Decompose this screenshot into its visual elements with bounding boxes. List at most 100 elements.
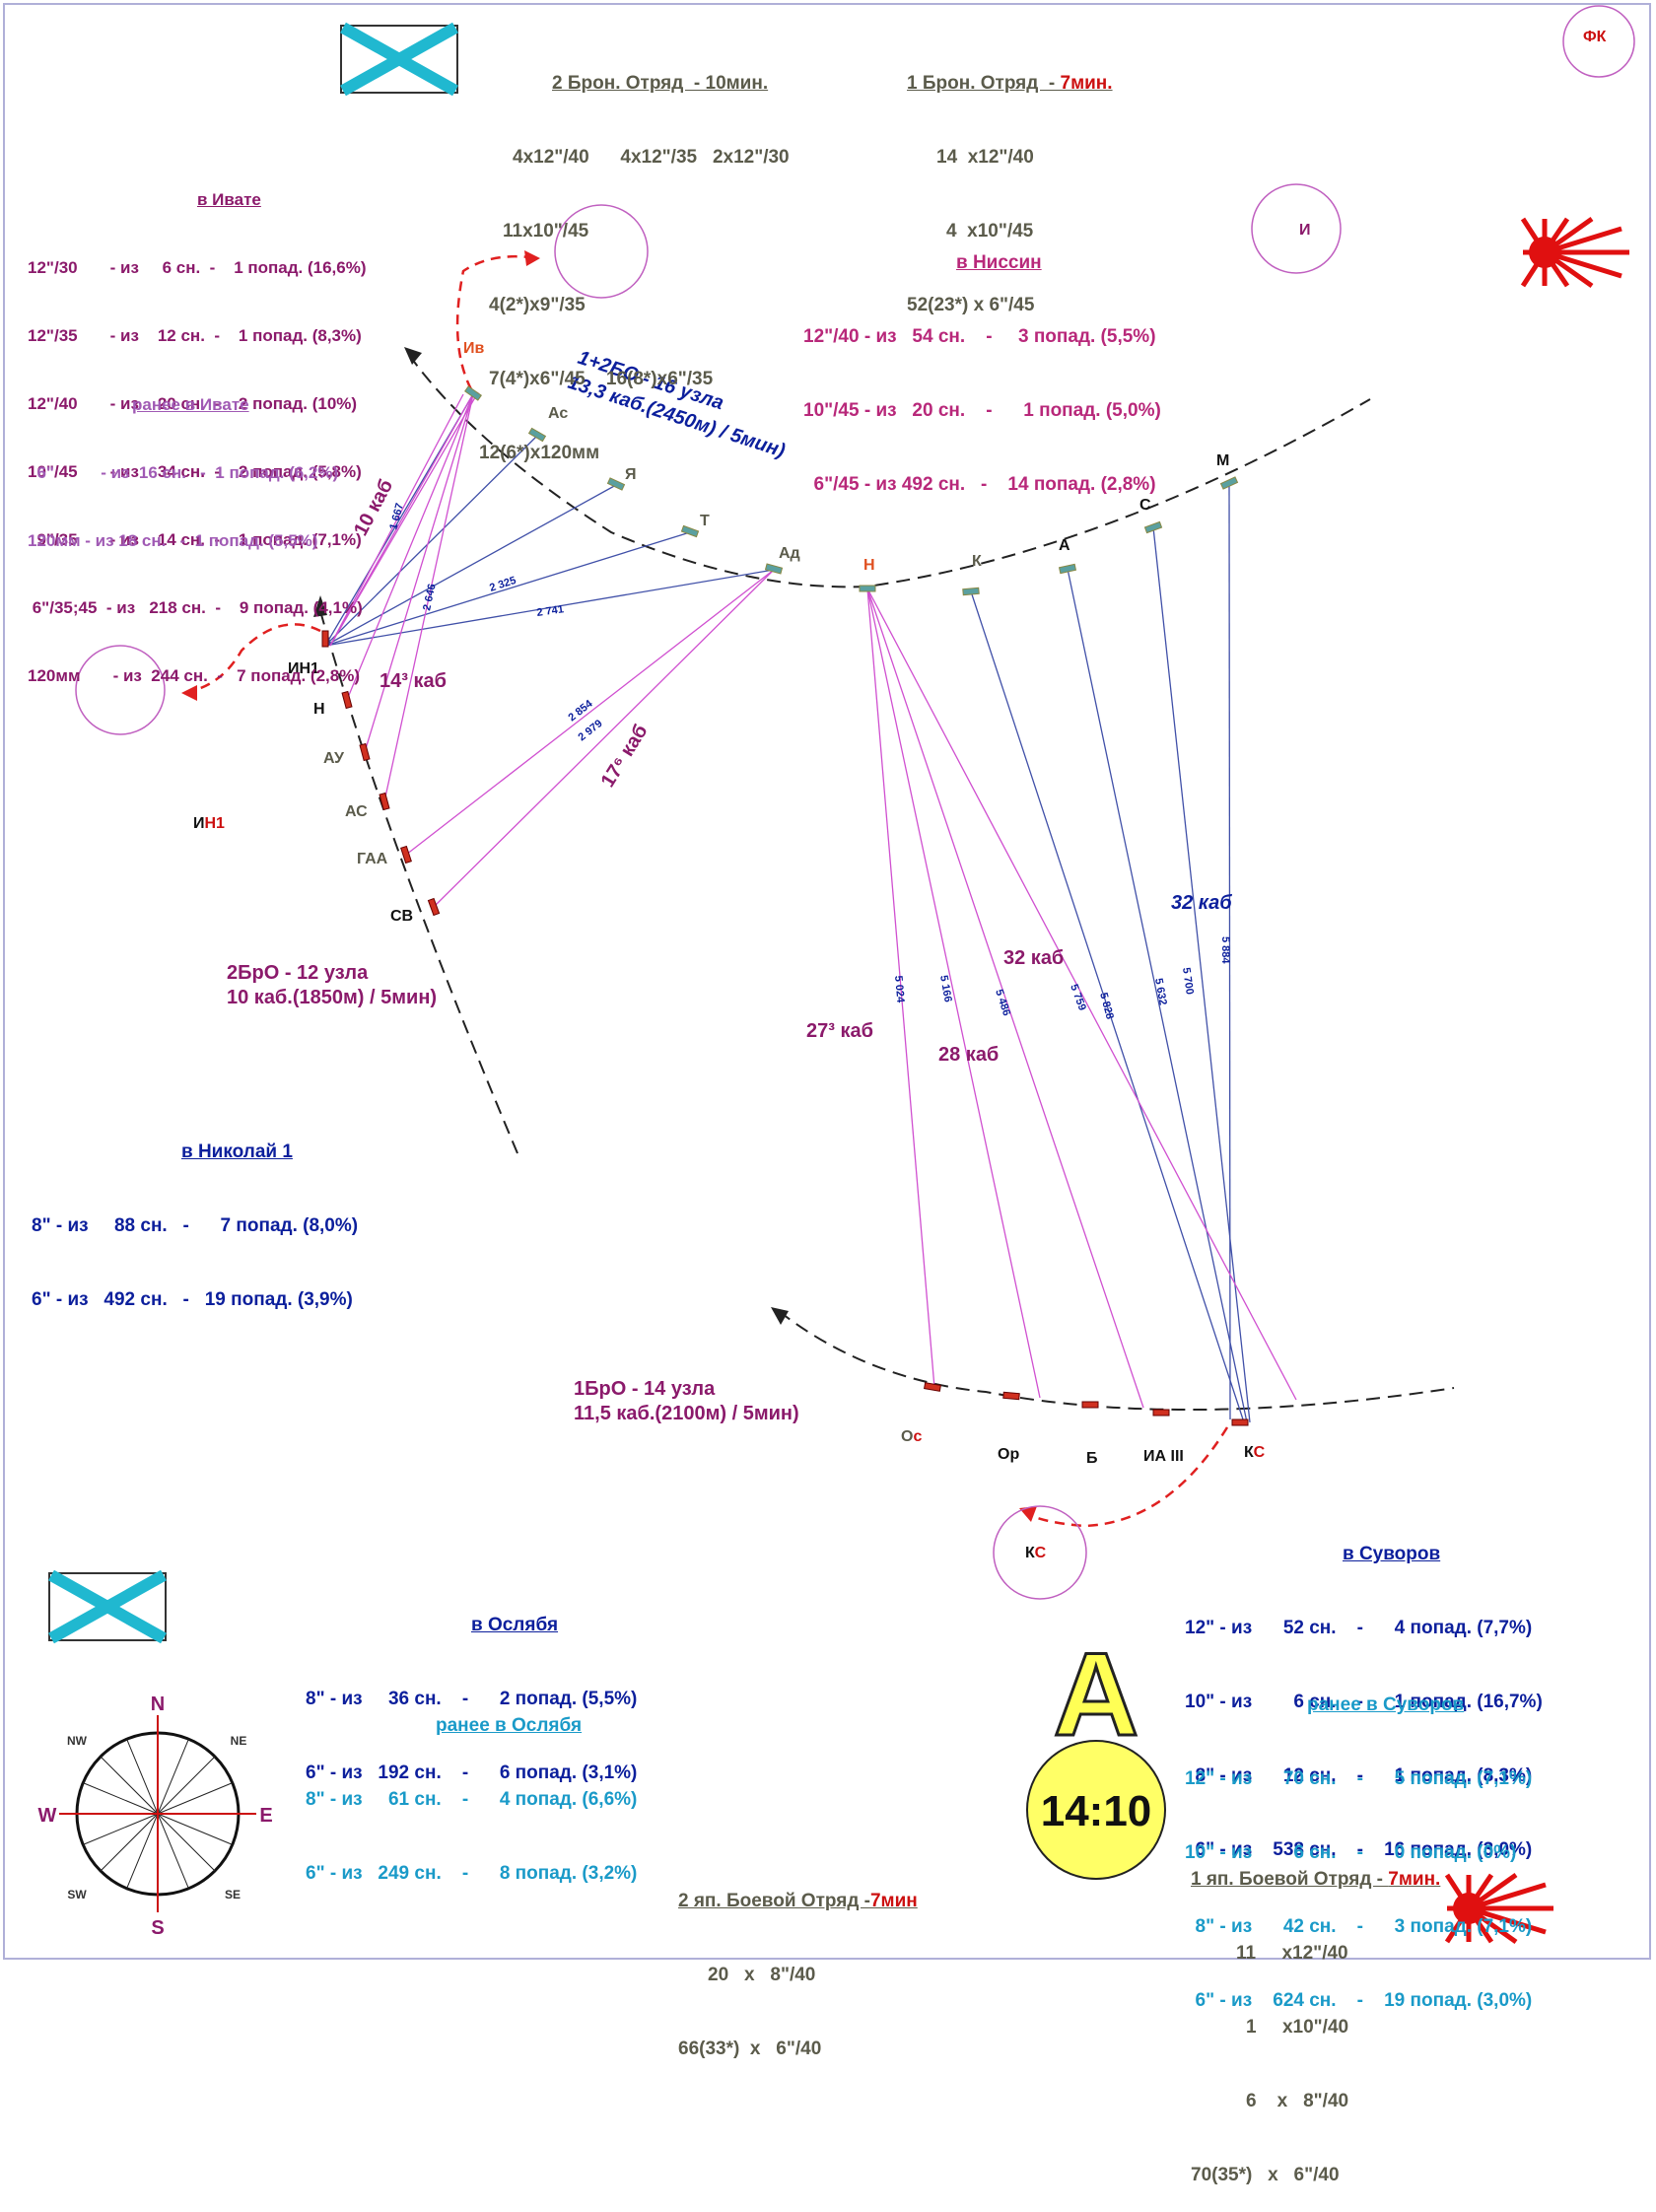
top-right-row-2: 4 x10"/45 <box>946 221 1034 242</box>
page-frame <box>3 3 1651 1960</box>
svg-text:2 979: 2 979 <box>576 718 604 743</box>
svg-text:2 646: 2 646 <box>421 583 438 611</box>
svg-text:5 166: 5 166 <box>937 974 954 1002</box>
japanese-flag-bottom <box>1444 1872 1553 1945</box>
fire-lines-russian <box>329 391 1297 1409</box>
label-ya: Я <box>625 466 637 483</box>
suvorov-row: 8" - из 12 сн. - 1 попад. (8,3%) <box>1185 1765 1533 1786</box>
oslyabya-earlier-panel: ранее в Ослябя 8" - из 61 сн. - 4 попад.… <box>306 1664 637 1910</box>
label-os: Ос <box>901 1428 922 1445</box>
suvorov-earlier-row: 12" - из 70 сн. - 5 попад. (7,1%) <box>1185 1768 1533 1789</box>
turn-arrow-nikolai-head <box>181 685 197 701</box>
svg-text:5 884: 5 884 <box>1219 936 1231 964</box>
compass-n: N <box>151 1694 165 1715</box>
jp-battle-1-row: 6 x 8"/40 <box>1246 2091 1349 2111</box>
track-russian-2nd-detachment <box>319 610 518 1154</box>
turn-arrow-suvorov-head <box>1019 1506 1037 1522</box>
oslyabya-title: в Ослябя <box>471 1615 559 1635</box>
ivate-earlier-title: ранее в Ивате <box>132 395 249 414</box>
speed-ru1-line1: 1БрО - 14 узла <box>574 1378 716 1400</box>
ships-russian <box>321 630 1249 1426</box>
label-in1-old: ИН1 <box>193 815 225 832</box>
arrow-russian-1st-detachment <box>771 1307 789 1325</box>
ivate-row: 120мм - из 244 сн. - 7 попад. (2,8%) <box>28 666 360 685</box>
speed-ru1-line2: 11,5 каб.(2100м) / 5мин) <box>574 1403 799 1424</box>
compass-s: S <box>151 1917 164 1939</box>
nissin-row: 12"/40 - из 54 сн. - 3 попад. (5,5%) <box>803 326 1156 347</box>
label-au: АУ <box>323 750 345 767</box>
label-gaa: ГАА <box>357 851 388 867</box>
ivate-panel: в Ивате 12"/30 - из 6 сн. - 1 попад. (16… <box>28 143 367 710</box>
turn-arrow-ivate-head <box>524 250 540 266</box>
oslyabya-earlier-row: 6" - из 249 сн. - 8 попад. (3,2%) <box>306 1863 638 1884</box>
circle-ivate-old <box>554 204 649 299</box>
top-right-title: 1 Брон. Отряд - 7мин. <box>907 73 1113 94</box>
top-center-row-4: 7(4*)x6"/45 16(8*)x6"/35 <box>489 369 714 389</box>
top-right-panel: 1 Брон. Отряд - 7мин. 14 x12"/40 4 x10"/… <box>907 22 1113 342</box>
arrow-russian-2nd-detachment <box>313 595 327 617</box>
ivate-row: 12"/30 - из 6 сн. - 1 попад. (16,6%) <box>28 258 367 277</box>
top-center-panel: 2 Брон. Отряд - 10мин. 4x12"/40 4x12"/35… <box>479 22 790 490</box>
nissin-row: 6"/45 - из 492 сн. - 14 попад. (2,8%) <box>803 474 1156 495</box>
label-b: Б <box>1086 1450 1098 1467</box>
jp-battle-2-row: 66(33*) x 6"/40 <box>678 2039 822 2059</box>
nissin-row: 10"/45 - из 20 сн. - 1 попад. (5,0%) <box>803 400 1161 421</box>
circle-nikolai-old <box>75 645 166 735</box>
jp-battle-2-title: 2 яп. Боевой Отряд -7мин <box>678 1891 918 1911</box>
oslyabya-earlier-title: ранее в Ослябя <box>436 1715 583 1736</box>
clock-letter: А <box>1054 1628 1139 1761</box>
compass-e: E <box>259 1805 272 1827</box>
russian-flag-top <box>340 22 458 97</box>
ivate-row: 10"/45 - из 34 сн. - 2 попад. (5,8%) <box>28 462 362 481</box>
circle-suvorov-old <box>993 1505 1087 1600</box>
top-right-row-1: 14 x12"/40 <box>936 147 1034 168</box>
label-ks-old: КС <box>1025 1545 1047 1561</box>
suvorov-title: в Суворов <box>1343 1544 1441 1564</box>
label-k: К <box>972 553 982 570</box>
range-14kab: 14³ каб <box>380 670 447 692</box>
top-center-title: 2 Брон. Отряд - 10мин. <box>552 73 769 94</box>
compass-ne: NE <box>231 1734 247 1748</box>
label-i-circle: И <box>1299 222 1311 239</box>
compass-sw: SW <box>67 1888 87 1901</box>
label-n-jp: Н <box>863 557 875 574</box>
compass-se: SE <box>225 1888 241 1901</box>
nissin-title: в Ниссин <box>956 252 1042 273</box>
range-32kab-b: 32 каб <box>1171 892 1232 914</box>
nikolai-row: 8" - из 88 сн. - 7 попад. (8,0%) <box>32 1215 359 1236</box>
turn-arrow-suvorov <box>1024 1426 1229 1528</box>
ivate-row: 12"/35 - из 12 сн. - 1 попад. (8,3%) <box>28 326 362 345</box>
label-ks: КС <box>1244 1444 1266 1461</box>
japanese-flag-top <box>1520 216 1629 289</box>
svg-text:5 486: 5 486 <box>993 988 1012 1017</box>
label-ad: Ад <box>779 545 800 562</box>
ships-japanese <box>464 385 1239 596</box>
top-right-row-3: 52(23*) x 6"/45 <box>907 295 1035 315</box>
ship-labels: Ив Ас Я Т Ад Н К А С М ИН1 Н АУ АС ГАА С… <box>193 29 1607 1561</box>
turn-arrow-nikolai <box>186 623 321 694</box>
label-sv: СВ <box>390 908 413 925</box>
top-center-row-2: 11x10"/45 <box>503 221 589 242</box>
label-as-ru: АС <box>345 803 368 820</box>
track-japanese-column <box>408 354 1371 588</box>
label-ia: ИА III <box>1143 1448 1184 1465</box>
svg-text:2 741: 2 741 <box>536 603 565 619</box>
oslyabya-row: 8" - из 36 сн. - 2 попад. (5,5%) <box>306 1689 638 1709</box>
range-28kab: 28 каб <box>938 1044 999 1066</box>
range-27kab: 27³ каб <box>806 1020 873 1042</box>
top-center-row-1: 4x12"/40 4x12"/35 2x12"/30 <box>513 147 790 168</box>
suvorov-row: 6" - из 538 сн. - 16 попад. (3,0%) <box>1185 1839 1533 1860</box>
jp-battle-1-row: 70(35*) x 6"/40 <box>1191 2165 1340 2185</box>
jp-battle-1-row: 11 x12"/40 <box>1236 1943 1348 1964</box>
compass-w: W <box>38 1805 57 1827</box>
svg-text:2 325: 2 325 <box>488 575 518 594</box>
svg-text:5 632: 5 632 <box>1152 977 1169 1005</box>
svg-text:5 700: 5 700 <box>1180 967 1196 996</box>
russian-flag-bottom <box>48 1569 167 1644</box>
jp-battle-2-panel: 2 яп. Боевой Отряд -7мин 20 x 8"/40 66(3… <box>678 1839 918 2086</box>
ivate-earlier-row: 120мм - из 18 сн. - 1 попад. (5,5%) <box>28 531 318 550</box>
speed-ru2-line1: 2БрО - 12 узла <box>227 962 369 984</box>
label-n-ru: Н <box>313 701 325 718</box>
suvorov-panel: в Суворов 12" - из 52 сн. - 4 попад. (7,… <box>1185 1492 1543 1887</box>
top-center-row-5: 12(6*)x120мм <box>479 443 600 463</box>
